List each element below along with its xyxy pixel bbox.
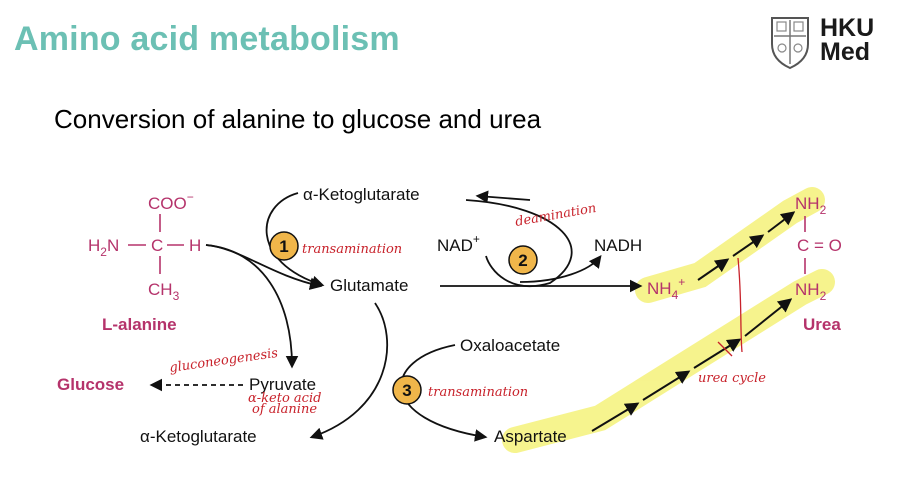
- nad-label: NAD+: [437, 232, 480, 255]
- aspartate-label: Aspartate: [494, 427, 567, 446]
- alanine-hydrogen-label: H: [189, 236, 201, 255]
- oxaloacetate-label: Oxaloacetate: [460, 336, 560, 355]
- annotation-transamination-3: transamination: [428, 385, 528, 400]
- urea-carbonyl: C = O: [797, 236, 842, 255]
- alpha-ketoglutarate-bottom: α-Ketoglutarate: [140, 427, 257, 446]
- nadh-label: NADH: [594, 236, 642, 255]
- glutamate-label: Glutamate: [330, 276, 408, 295]
- alanine-ch3-label: CH3: [148, 280, 180, 303]
- glucose-label: Glucose: [57, 375, 124, 394]
- logo-line-2: Med: [820, 38, 870, 66]
- alanine-structure: COO− H2N C H CH3 L-alanine: [88, 190, 201, 334]
- slide-subtitle: Conversion of alanine to glucose and ure…: [54, 104, 542, 134]
- urea-cycle-arrows: [591, 211, 796, 432]
- logo-line-1: HKU: [820, 14, 875, 42]
- step-circle-3: 3: [392, 375, 422, 405]
- svg-text:1: 1: [279, 237, 288, 256]
- annotation-urea-cycle: urea cycle: [698, 371, 766, 386]
- alpha-ketoglutarate-top: α-Ketoglutarate: [303, 185, 420, 204]
- urea-nh2-top: NH2: [795, 194, 827, 217]
- urea-name: Urea: [803, 315, 841, 334]
- step-circle-2: 2: [508, 245, 538, 275]
- svg-text:3: 3: [402, 381, 411, 400]
- annotation-keto-acid-line2: of alanine: [252, 402, 317, 417]
- svg-text:2: 2: [518, 251, 527, 270]
- alanine-h2n-label: H2N: [88, 236, 119, 259]
- highlighter-marks: [502, 187, 835, 453]
- pyruvate-label: Pyruvate: [249, 375, 316, 394]
- alanine-coo-label: COO−: [148, 190, 194, 213]
- annotation-gluconeogenesis: gluconeogenesis: [168, 346, 279, 376]
- urea-structure: NH2 C = O NH2 Urea: [795, 194, 842, 334]
- reaction-arrows: [149, 190, 643, 442]
- university-crest-icon: [771, 17, 809, 70]
- urea-nh2-bottom: NH2: [795, 280, 827, 303]
- slide-title: Amino acid metabolism: [14, 20, 400, 58]
- step-circle-1: 1: [269, 231, 299, 261]
- alanine-carbon-label: C: [151, 236, 163, 255]
- hku-med-logo: HKU Med: [766, 14, 890, 72]
- annotation-keto-acid-line1: α-keto acid: [248, 391, 321, 406]
- logo-text: HKU Med: [820, 14, 875, 66]
- alanine-name: L-alanine: [102, 315, 177, 334]
- annotation-transamination-1: transamination: [302, 242, 402, 257]
- ammonium-label: NH4+: [647, 275, 685, 302]
